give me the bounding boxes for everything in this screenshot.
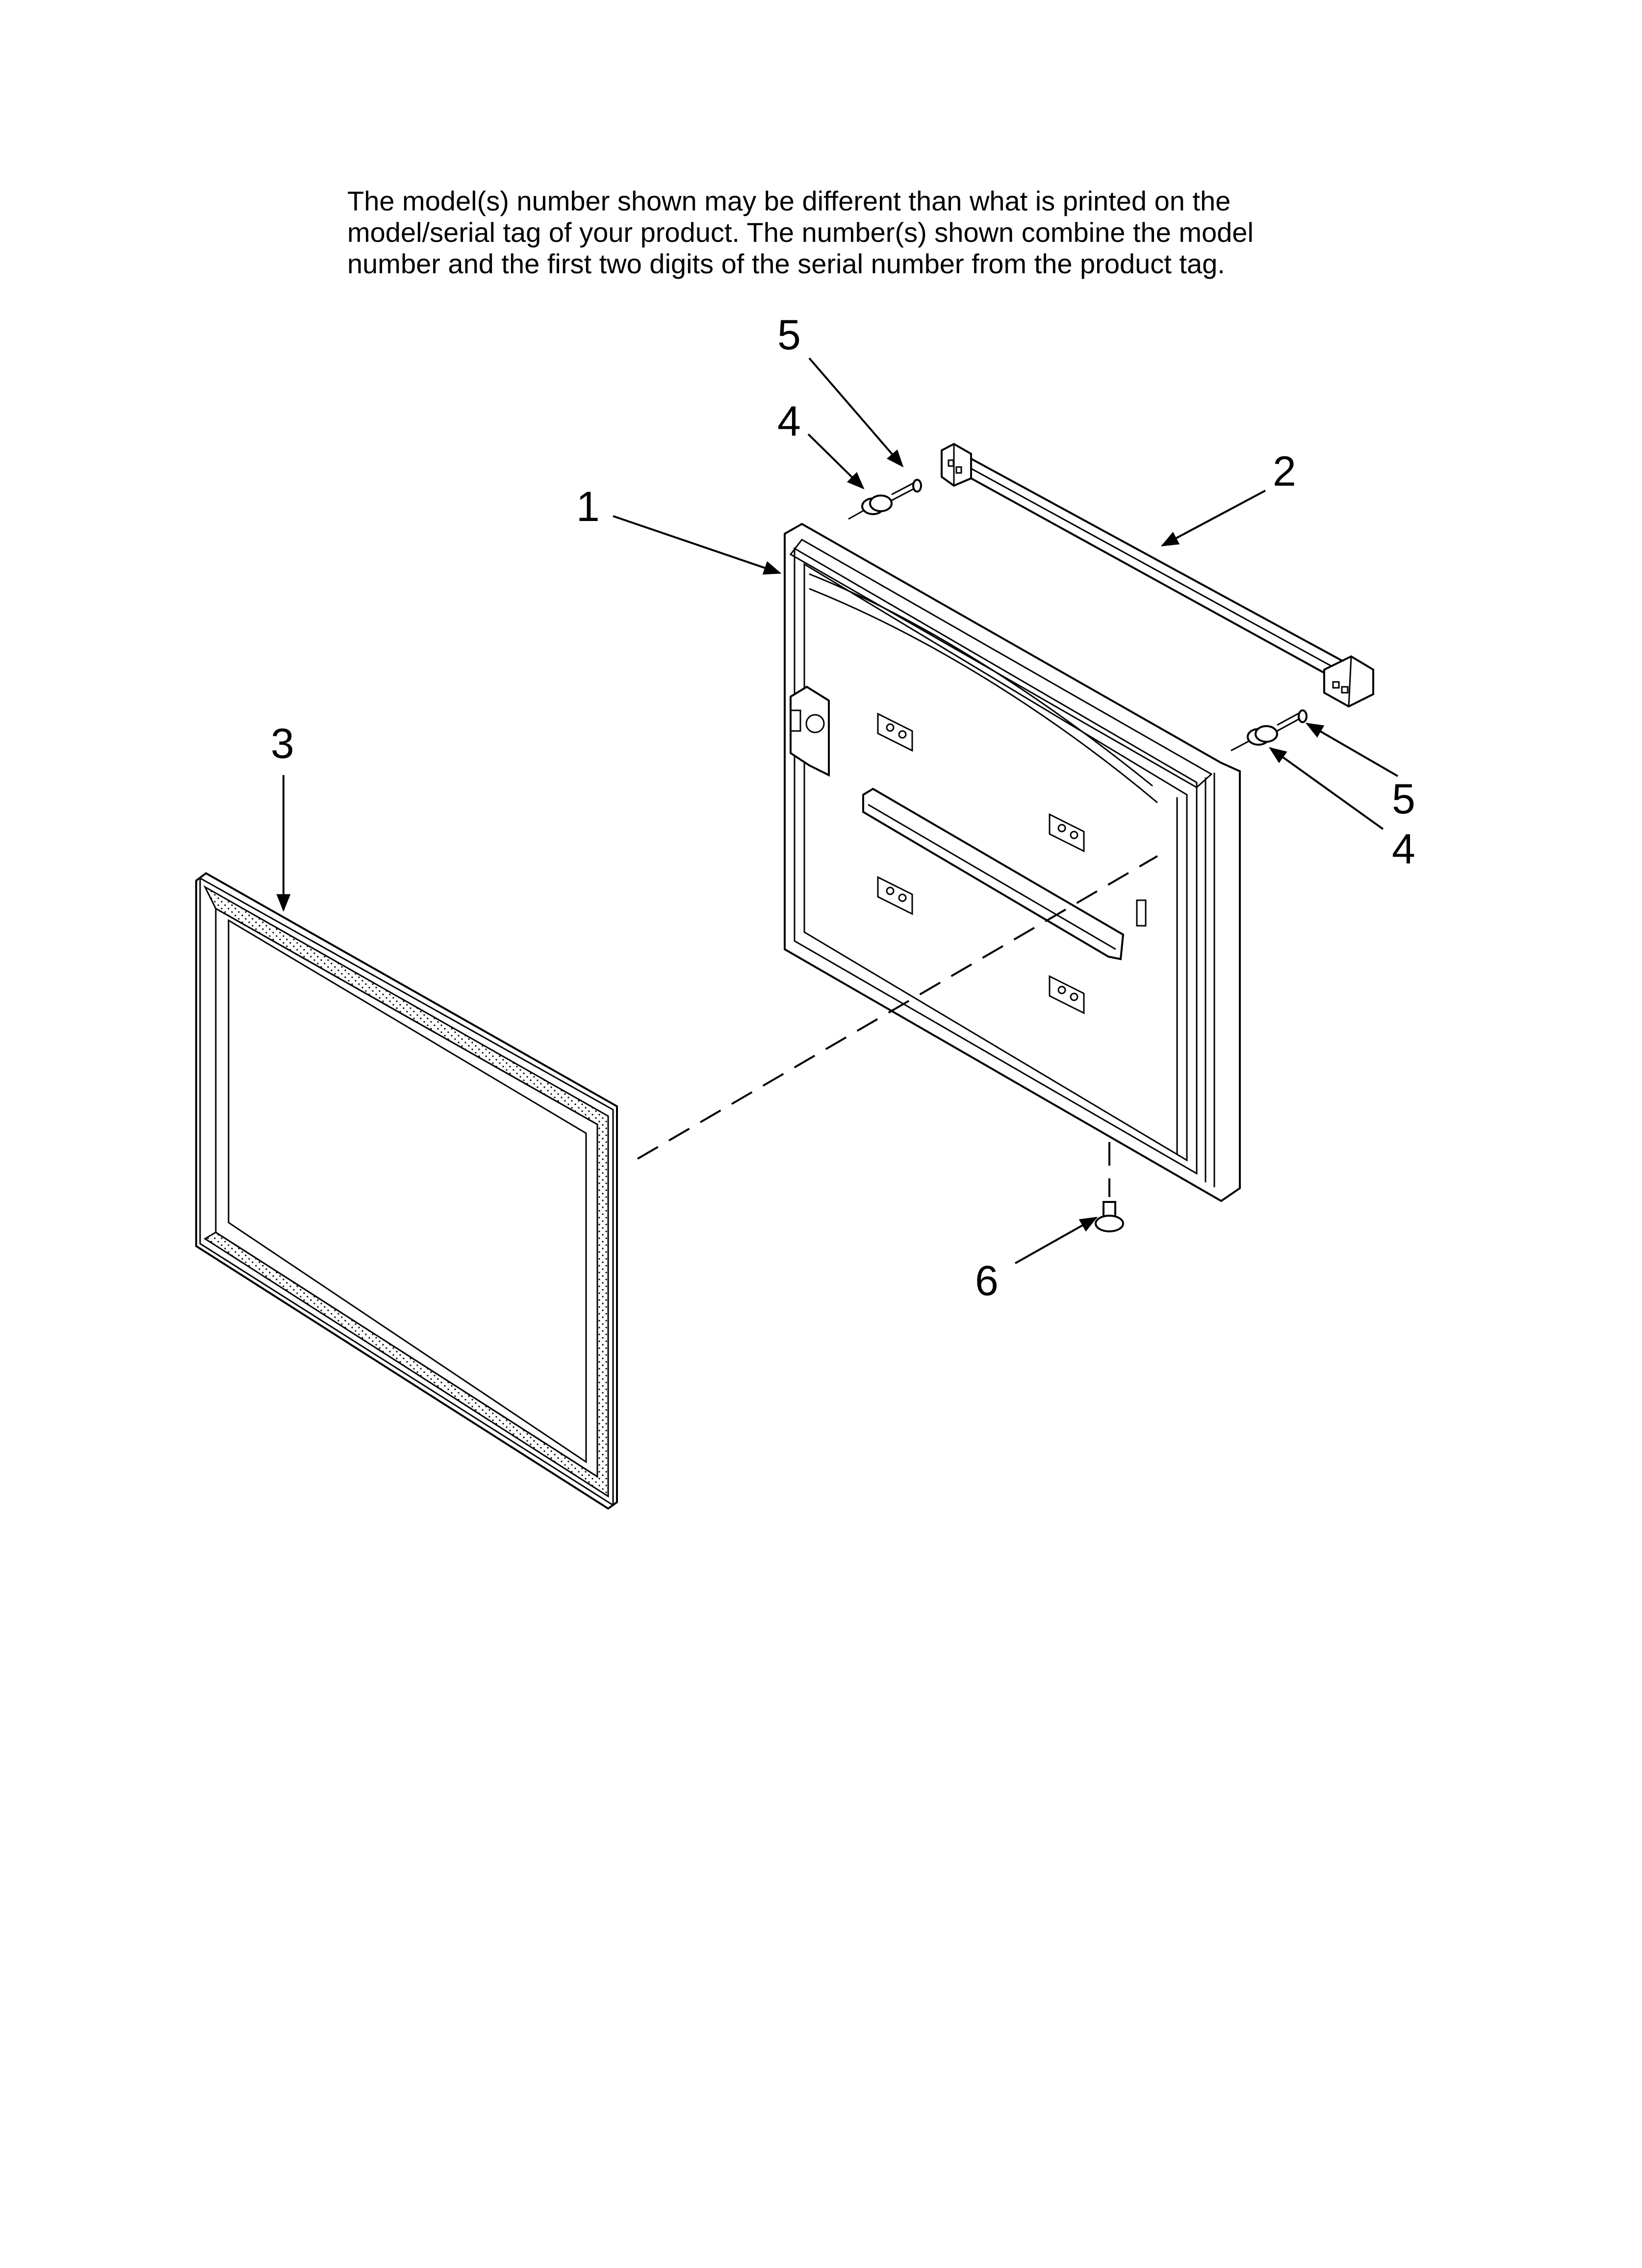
callout-3: 3: [271, 720, 294, 767]
callout-5-top: 5: [777, 312, 801, 359]
door-gasket: [195, 872, 618, 1510]
spacer-right: [1231, 725, 1278, 752]
callout-2: 2: [1273, 448, 1296, 495]
note-line-1: The model(s) number shown may be differe…: [347, 185, 1231, 216]
note-line-3: number and the first two digits of the s…: [347, 248, 1225, 279]
leader-4-right: [1269, 747, 1384, 830]
mounting-pad-1: [877, 712, 913, 752]
spacer-top: [848, 495, 893, 520]
callout-4-top: 4: [777, 398, 801, 445]
gasket-assembly-line: [637, 855, 1158, 1160]
screw-top: [891, 479, 922, 501]
freezer-door: [784, 522, 1241, 1202]
leader-5-top: [808, 357, 904, 468]
leader-6: [1015, 1217, 1098, 1264]
door-bumper: [1095, 1142, 1124, 1232]
callout-5-right: 5: [1392, 776, 1415, 823]
callout-4-right: 4: [1392, 826, 1415, 873]
mounting-pad-4: [1049, 975, 1085, 1015]
leader-4-top: [807, 433, 865, 490]
leader-2: [1160, 490, 1266, 547]
screw-right: [1277, 709, 1308, 732]
callout-1: 1: [576, 483, 600, 530]
leader-5-right: [1305, 723, 1399, 777]
door-handle: [941, 443, 1374, 708]
leader-1: [613, 515, 782, 575]
note-line-2: model/serial tag of your product. The nu…: [347, 217, 1254, 248]
mounting-pad-3: [877, 876, 913, 915]
mounting-pad-2: [1049, 813, 1085, 853]
model-number-note: The model(s) number shown may be differe…: [347, 185, 1426, 280]
callout-6: 6: [975, 1257, 999, 1304]
